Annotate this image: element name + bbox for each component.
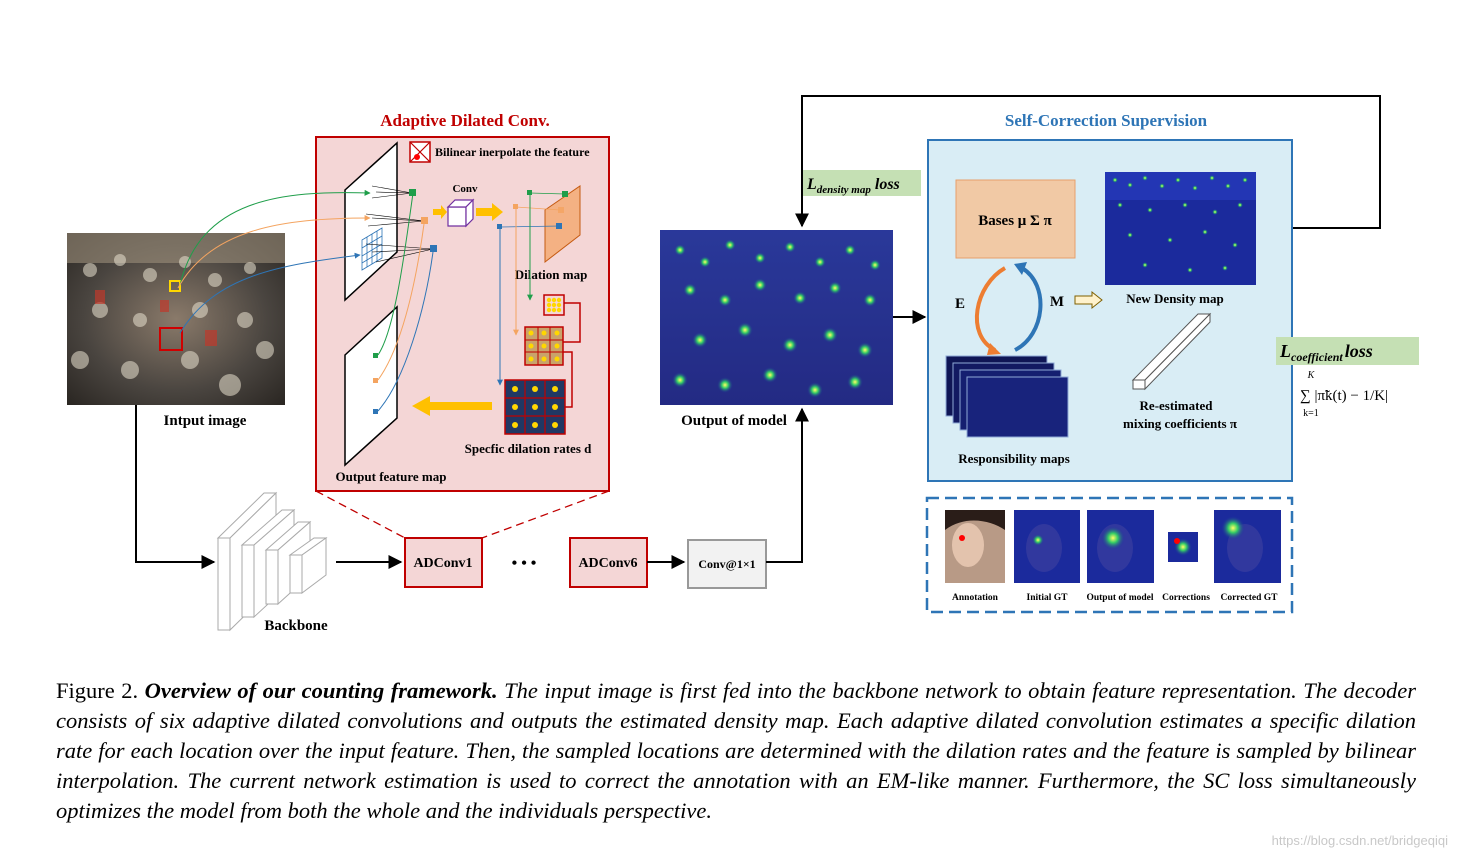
bilinear-label: Bilinear inerpolate the feature <box>435 145 590 159</box>
corrections-panel <box>925 496 1294 614</box>
sample-lines-green <box>365 185 434 263</box>
coef-formula-upper: K <box>1307 370 1316 381</box>
correction-label-output: Output of model <box>1086 593 1153 603</box>
input-image-label: Intput image <box>164 413 247 429</box>
correction-label-corrections: Corrections <box>1162 593 1210 603</box>
blue-point <box>430 245 437 252</box>
adconv1-label: ADConv1 <box>413 556 472 571</box>
conv-cube-icon <box>446 198 475 228</box>
yellow-back-arrow <box>412 396 492 416</box>
specific-rates-label: Specfic dilation rates d <box>465 441 593 456</box>
zoom-line-left <box>315 490 406 539</box>
m-label: M <box>1050 294 1064 310</box>
input-to-adc-curves <box>177 189 371 334</box>
output-feature-plane <box>344 305 398 467</box>
dilation-map-label: Dilation map <box>515 267 588 282</box>
backbone-stack <box>216 491 328 632</box>
bilinear-icon <box>409 141 431 163</box>
bases-box <box>955 179 1076 259</box>
corrections-thumb <box>1168 532 1198 562</box>
adconv6-label: ADConv6 <box>578 556 637 571</box>
scs-title: Self-Correction Supervision <box>1005 111 1208 130</box>
caption-body: The input image is first fed into the ba… <box>56 678 1416 823</box>
m-arrow <box>1074 290 1103 310</box>
yellow-arrow-2 <box>476 203 503 221</box>
density-loss-badge <box>803 170 921 196</box>
annotation-thumb <box>945 510 1005 583</box>
output-feature-label: Output feature map <box>336 469 447 484</box>
orange-point <box>421 217 428 224</box>
grid-brackets <box>563 302 581 408</box>
small-grid <box>543 294 565 316</box>
bases-label: Bases μ Σ π <box>978 213 1052 229</box>
responsibility-maps <box>945 355 1069 438</box>
adconv1-block <box>404 537 483 588</box>
coef-formula-lower: k=1 <box>1303 408 1319 419</box>
conv1x1-label: Conv@1×1 <box>698 557 755 571</box>
coef-loss-badge <box>1276 337 1419 365</box>
yellow-arrow-1 <box>433 205 447 219</box>
coef-formula: ∑ |π̃k(t) − 1/K| <box>1300 388 1388 404</box>
e-label: E <box>955 296 965 312</box>
em-cycle <box>975 262 1043 355</box>
watermark: https://blog.csdn.net/bridgeqiqi <box>1271 833 1448 848</box>
adc-title: Adaptive Dilated Conv. <box>380 111 550 130</box>
caption-title: Overview of our counting framework. <box>144 678 498 703</box>
figure-caption: Figure 2. Overview of our counting frame… <box>56 676 1416 826</box>
corrected-gt-thumb <box>1214 510 1281 583</box>
ellipsis: • • • <box>512 555 537 572</box>
correction-label-annotation: Annotation <box>952 593 999 603</box>
sampling-grid <box>361 227 383 271</box>
green-point <box>409 189 416 196</box>
large-grid <box>504 379 566 435</box>
reestimated-bar <box>1131 312 1212 391</box>
adconv6-block <box>569 537 648 588</box>
correction-label-corrected-gt: Corrected GT <box>1220 593 1278 603</box>
medium-grid <box>524 326 564 366</box>
caption-figure-number: Figure 2. <box>56 678 139 703</box>
conv1x1-block <box>687 539 767 589</box>
backbone-label: Backbone <box>264 618 328 634</box>
zoom-line-right <box>481 490 610 539</box>
new-density-label: New Density map <box>1126 291 1224 306</box>
new-density-map <box>1105 172 1256 285</box>
dilation-map-plane <box>544 185 581 264</box>
initial-gt-thumb <box>1014 510 1080 583</box>
output-model-label: Output of model <box>681 413 787 429</box>
conv-label: Conv <box>452 183 478 195</box>
output-density-image <box>660 230 893 405</box>
reestimated-label-2: mixing coefficients π <box>1123 416 1237 431</box>
output-model-thumb <box>1087 510 1154 583</box>
correction-label-initial-gt: Initial GT <box>1027 593 1069 603</box>
reestimated-label-1: Re-estimated <box>1140 398 1214 413</box>
input-feature-plane <box>344 141 398 302</box>
responsibility-label: Responsibility maps <box>958 451 1070 466</box>
feature-connectors <box>377 192 434 412</box>
input-image <box>67 233 285 405</box>
